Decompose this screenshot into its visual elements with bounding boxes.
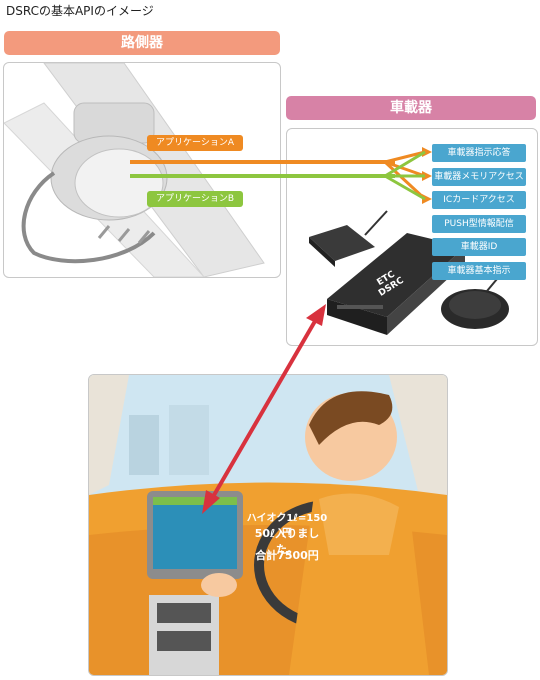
screen-total: 合計7500円 (255, 549, 319, 562)
vehicle-screen-link-arrow (208, 314, 320, 504)
onboard-unit-illustration (309, 210, 509, 335)
app-a-label: アプリケーションA (147, 135, 243, 151)
roadside-antenna-illustration (4, 63, 265, 277)
api-command-response: 車載器指示応答 (432, 144, 526, 162)
api-unit-id: 車載器ID (432, 238, 526, 256)
diagram-title: DSRCの基本APIのイメージ (6, 4, 154, 18)
api-memory-access: 車載器メモリアクセス (432, 168, 526, 186)
api-basic-command: 車載器基本指示 (432, 262, 526, 280)
api-push-delivery: PUSH型情報配信 (432, 215, 526, 233)
screen-fuel-price: ハイオク1ℓ=150円 (246, 513, 328, 539)
car-interior-illustration (89, 375, 447, 675)
app-b-label: アプリケーションB (147, 191, 243, 207)
vehicle-panel: ETC DSRC (286, 128, 538, 346)
car-interior-panel: ハイオク1ℓ=150円 50ℓ入りました。 合計7500円 (88, 374, 448, 676)
roadside-panel (3, 62, 281, 278)
roadside-header: 路側器 (4, 31, 280, 55)
screen-fuel-amount: 50ℓ入りました。 (254, 527, 320, 556)
vehicle-header: 車載器 (286, 96, 536, 120)
api-ic-card-access: ICカードアクセス (432, 191, 526, 209)
